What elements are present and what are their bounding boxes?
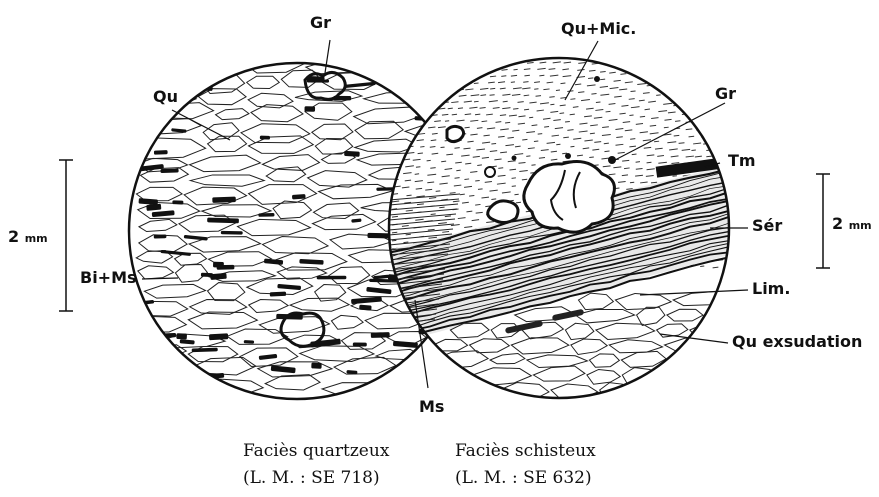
- label-qu-exsudation: Qu exsudation: [732, 334, 862, 350]
- label-gr-right: Gr: [715, 86, 736, 102]
- scale-left-unit: mm: [25, 232, 48, 245]
- label-lim: Lim.: [752, 281, 790, 297]
- scale-bar-right: [816, 174, 830, 268]
- scale-left-value: 2: [8, 227, 19, 246]
- scale-right-unit: mm: [849, 219, 872, 232]
- caption-right-title: Faciès schisteux: [455, 443, 596, 460]
- label-qu: Qu: [153, 89, 178, 105]
- scale-right-label: 2 mm: [832, 216, 872, 232]
- label-tm: Tm: [728, 153, 756, 169]
- label-ser: Sér: [752, 218, 782, 234]
- scale-right-value: 2: [832, 214, 843, 233]
- garnet-cluster: [524, 162, 615, 233]
- right-thin-section: [389, 58, 777, 401]
- label-qu-mic: Qu+Mic.: [561, 21, 636, 37]
- scale-left-label: 2 mm: [8, 229, 48, 245]
- label-ms: Ms: [419, 399, 444, 415]
- caption-left-title: Faciès quartzeux: [243, 443, 389, 460]
- caption-right-ref: (L. M. : SE 632): [455, 470, 592, 487]
- label-bi-ms: Bi+Ms: [80, 270, 137, 286]
- caption-left-ref: (L. M. : SE 718): [243, 470, 380, 487]
- scale-bar-left: [59, 160, 73, 311]
- label-gr-left: Gr: [310, 15, 331, 31]
